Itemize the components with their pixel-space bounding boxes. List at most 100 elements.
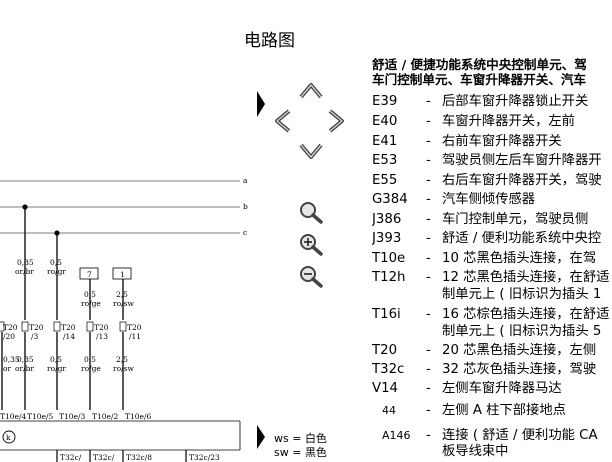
legend-desc: 汽车侧倾传感器: [442, 192, 536, 207]
legend-dash: -: [426, 362, 431, 377]
magnifier-icon: [300, 202, 323, 224]
pin-label-t10e: T10e/6: [125, 412, 152, 421]
legend-desc: 20 芯黑色插头连接，左侧: [442, 343, 597, 358]
zoom-fit-button[interactable]: [298, 200, 324, 224]
legend-desc: 驾驶员侧左后车窗升降器开: [442, 153, 602, 168]
pin-label-t20: T20: [94, 323, 109, 332]
legend-desc: 制单元上 ( 旧标识为插头 1: [442, 287, 602, 302]
zoom-in-button[interactable]: [298, 232, 324, 256]
ground-symbol-label: k: [6, 433, 11, 442]
connector-box-1-label: 1: [120, 270, 125, 279]
legend-desc: 10 芯黑色插头连接，在驾: [442, 251, 597, 266]
wire-1-color-lower: or/br: [15, 364, 34, 373]
triangle-right-icon: [257, 425, 265, 449]
legend-dash: -: [426, 134, 431, 149]
bus-label-c: c: [243, 228, 247, 237]
legend-dash: -: [426, 381, 431, 396]
lower-connector-label: T32c/: [60, 453, 82, 462]
pin-label-t20-num: /3: [31, 332, 39, 341]
pin-label-t20: T20: [29, 323, 44, 332]
bus-label-a: a: [243, 176, 248, 185]
wire-4-gauge: 2,5: [116, 290, 128, 299]
legend-code: T10e: [372, 251, 406, 266]
legend-desc: 右前车窗升降器开关: [442, 134, 562, 149]
bus-label-b: b: [243, 202, 248, 211]
pin-label-t10e: T10e/2: [92, 412, 119, 421]
pin-marker-3: [86, 321, 94, 332]
connector-box-1: [112, 267, 132, 280]
chevron-left-icon: [275, 109, 291, 133]
component-legend: 舒适 / 便捷功能系统中央控制单元、驾 车门控制单元、车窗升降器开关、汽车 E3…: [372, 57, 612, 462]
connector-box-7-label: 7: [87, 270, 92, 279]
pin-label-t10e: T10e/4: [0, 412, 27, 421]
legend-dash: -: [426, 212, 431, 227]
wire-4-gauge-lower: 2,5: [116, 355, 128, 364]
pin-label-t20: T20: [3, 323, 18, 332]
wire-2-color: ro/gr: [47, 267, 66, 276]
legend-code: T32c: [372, 362, 405, 377]
legend-desc: 16 芯棕色插头连接，在舒适: [442, 307, 610, 322]
legend-desc: 舒适 / 便利功能系统中央控: [442, 231, 602, 246]
legend-code: E53: [372, 153, 398, 168]
wire-4-color-lower: ro/sw: [113, 364, 134, 373]
legend-code: T20: [372, 343, 398, 358]
legend-code: J386: [372, 212, 402, 227]
wire-0-gauge-lower: 0,35: [3, 355, 20, 364]
legend-dash: -: [426, 428, 431, 443]
wire-1-gauge: 0,35: [17, 258, 34, 267]
wire-2-gauge-lower: 0,5: [50, 355, 62, 364]
pan-right-button[interactable]: [327, 108, 347, 134]
legend-desc: 车窗升降器开关，左前: [442, 114, 575, 129]
zoom-out-icon: [300, 266, 323, 288]
legend-dash: -: [426, 343, 431, 358]
chevron-down-icon: [299, 143, 323, 159]
legend-code: E40: [372, 114, 398, 129]
collapse-legend-button[interactable]: [256, 90, 266, 118]
legend-dash: -: [426, 192, 431, 207]
junction-dot: [22, 204, 28, 210]
pin-label-t20: T20: [61, 323, 76, 332]
wiring-schematic: a b c 0,35 or/br 0,5 ro/gr 7 1 0,5 ro/ge…: [0, 176, 248, 462]
connector-box-7: [79, 267, 99, 280]
legend-dash: -: [426, 94, 431, 109]
legend-dash: -: [426, 270, 431, 285]
legend-desc: 车门控制单元，驾驶员侧: [442, 212, 589, 227]
zoom-out-button[interactable]: [298, 264, 324, 288]
legend-dash: -: [426, 173, 431, 188]
chevron-up-icon: [299, 83, 323, 99]
legend-code: G384: [372, 192, 408, 207]
legend-desc: 后部车窗升降器锁止开关: [442, 94, 589, 109]
wire-1-color: or/br: [15, 267, 34, 276]
legend-desc: 左侧 A 柱下部接地点: [442, 403, 566, 418]
legend-code: T12h: [372, 270, 406, 285]
pin-marker-0: [0, 321, 5, 332]
pan-up-button[interactable]: [298, 80, 324, 100]
legend-dash: -: [426, 251, 431, 266]
legend-dash: -: [426, 403, 431, 418]
color-key-sw: sw = 黑色: [274, 446, 327, 459]
legend-desc: 制单元上 ( 旧标识为插头 5: [442, 324, 602, 339]
legend-code: E41: [372, 134, 398, 149]
collapse-legend-button-lower[interactable]: [256, 424, 266, 450]
wire-4-color: ro/sw: [113, 299, 134, 308]
pin-label-t10e: T10e/5: [27, 412, 54, 421]
wire-3-gauge: 0,5: [84, 290, 96, 299]
ground-symbol: [2, 430, 16, 444]
legend-desc: 左侧车窗升降器马达: [442, 381, 562, 396]
color-key-ws: ws = 白色: [274, 432, 327, 445]
page-title: 电路图: [244, 31, 295, 51]
pin-marker-2: [53, 321, 61, 332]
lower-connector-label: T32c/: [93, 453, 115, 462]
legend-dash: -: [426, 307, 431, 322]
legend-desc: 板导线束中: [442, 444, 509, 459]
pin-label-t20: T20: [127, 323, 142, 332]
legend-desc: 32 芯灰色插头连接，驾驶: [442, 362, 597, 377]
zoom-in-icon: [300, 234, 323, 256]
pin-label-t20-num: /11: [129, 332, 141, 341]
chevron-right-icon: [328, 109, 344, 133]
pan-left-button[interactable]: [272, 108, 292, 134]
pin-label-t10e: T10e/3: [59, 412, 86, 421]
wire-3-color: ro/ge: [81, 299, 101, 308]
pan-down-button[interactable]: [298, 142, 324, 162]
legend-dash: -: [426, 231, 431, 246]
